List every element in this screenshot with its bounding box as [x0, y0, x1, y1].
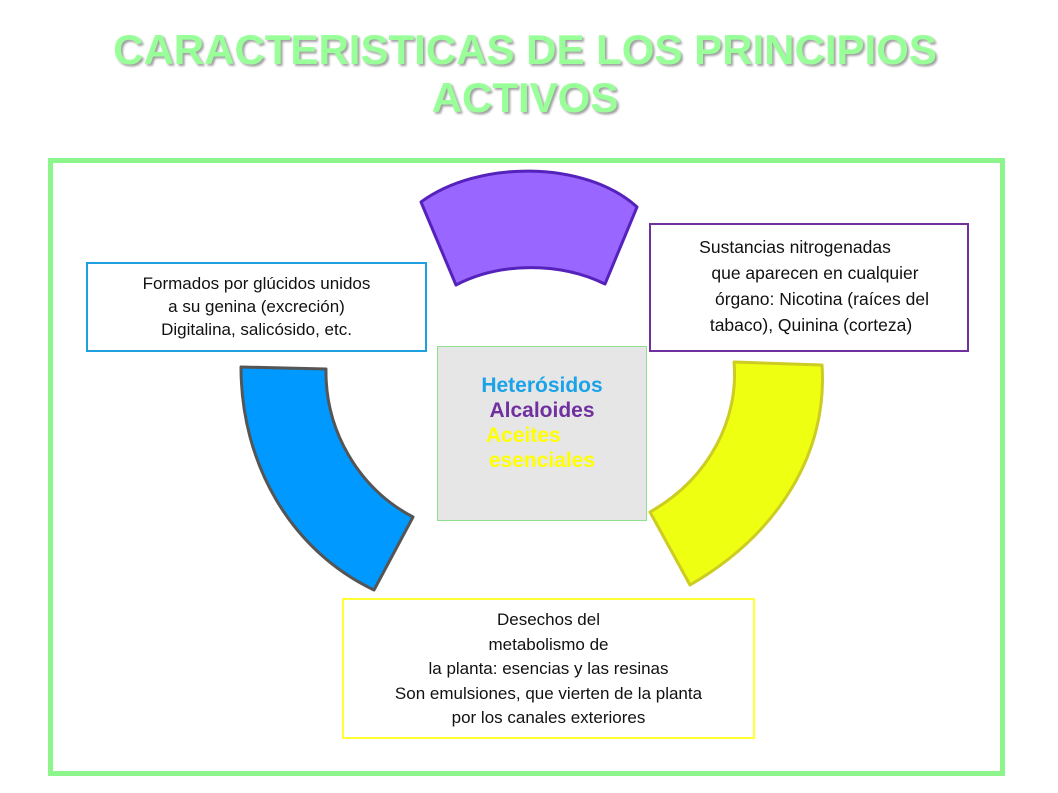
- topic-heterosidos: Heterósidos: [481, 374, 603, 397]
- topic-aceites: Aceites: [486, 424, 561, 447]
- arc-segment-yellow: [648, 360, 824, 587]
- page-title: CARACTERISTICAS DE LOS PRINCIPIOS ACTIVO…: [60, 26, 990, 122]
- text-line: que aparecen en cualquier: [711, 263, 919, 283]
- title-line-2: ACTIVOS: [431, 74, 619, 121]
- title-line-1: CARACTERISTICAS DE LOS PRINCIPIOS: [113, 26, 937, 73]
- aceites-description-box: Desechos del metabolismo de la planta: e…: [342, 598, 755, 739]
- arc-segment-purple: [419, 169, 639, 287]
- topic-esenciales: esenciales: [488, 449, 596, 472]
- text-line: por los canales exteriores: [451, 708, 646, 727]
- heterosidos-description-box: Formados por glúcidos unidos a su genina…: [86, 262, 427, 352]
- text-line: Desechos del: [496, 610, 600, 629]
- text-line: la planta: esencias y las resinas: [428, 659, 669, 678]
- arc-segment-blue: [239, 365, 415, 592]
- text-line: Digitalina, salicósido, etc.: [161, 320, 352, 339]
- center-topics-box: Heterósidos Alcaloides Aceites esenciale…: [437, 346, 647, 521]
- text-line: a su genina (excreción): [168, 297, 345, 316]
- diagram-frame: [48, 158, 1005, 776]
- text-line: metabolismo de: [488, 634, 609, 654]
- text-line: órgano: Nicotina (raíces del: [715, 289, 929, 309]
- alcaloides-description-box: Sustancias nitrogenadas que aparecen en …: [649, 223, 969, 352]
- text-line: tabaco), Quinina (corteza): [709, 315, 913, 335]
- topic-alcaloides: Alcaloides: [489, 399, 595, 422]
- text-line: Son emulsiones, que vierten de la planta: [394, 683, 703, 703]
- text-line: Sustancias nitrogenadas: [699, 237, 891, 257]
- text-line: Formados por glúcidos unidos: [142, 274, 371, 293]
